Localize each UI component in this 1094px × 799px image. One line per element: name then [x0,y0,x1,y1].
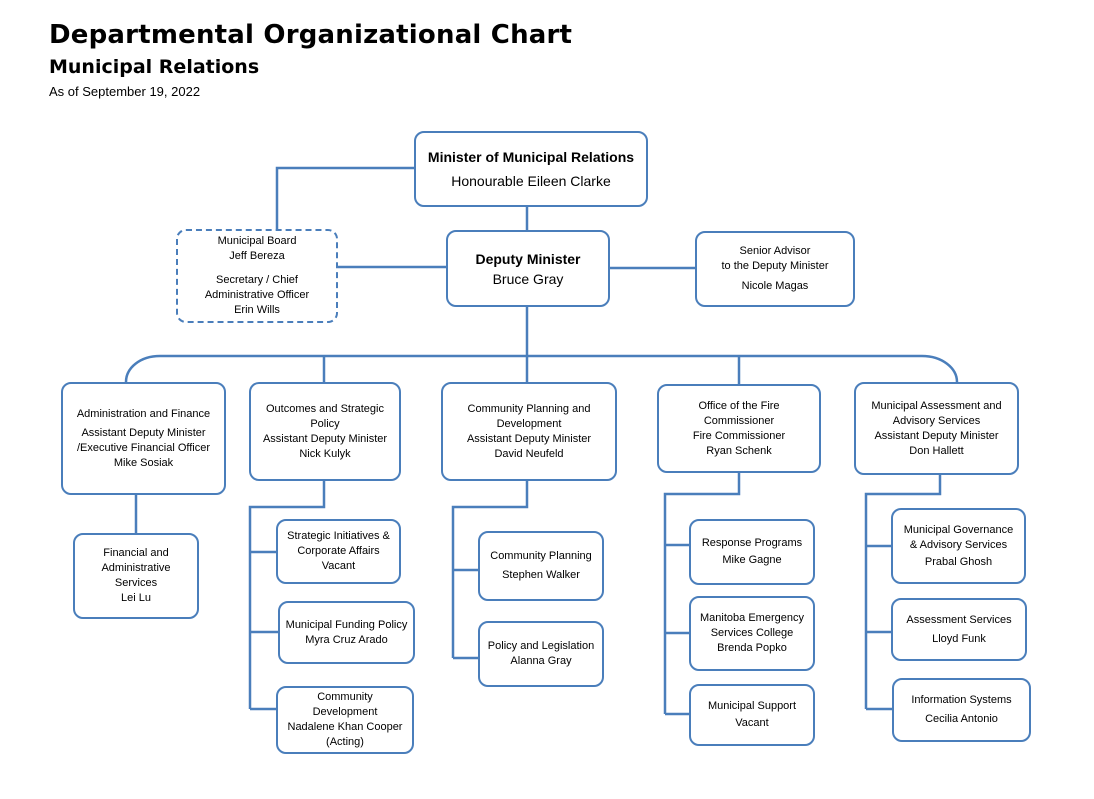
rp-line1: Response Programs [701,537,803,549]
strategic-initiatives-box: Strategic Initiatives & Corporate Affair… [276,519,401,584]
assessment-name: Don Hallett [909,444,964,457]
cd-name: Nadalene Khan Cooper [287,721,403,733]
fire-title2: Commissioner [703,414,775,427]
financial-admin-services-box: Financial and Administrative Services Le… [73,533,199,619]
community-planning-box: Community Planning Stephen Walker [478,531,604,601]
is-line1: Information Systems [911,694,1012,706]
connector-fire-branch [663,473,741,714]
fire-commissioner-box: Office of the Fire Commissioner Fire Com… [657,384,821,473]
response-programs-box: Response Programs Mike Gagne [689,519,815,585]
emergency-college-box: Manitoba Emergency Services College Bren… [689,596,815,671]
admin-finance-role: Assistant Deputy Minister [81,426,206,439]
assessment-title: Municipal Assessment and [871,399,1002,412]
municipal-board-box: Municipal Board Jeff Bereza Secretary / … [176,229,338,323]
community-planning-dev-box: Community Planning and Development Assis… [441,382,617,481]
fas-name: Lei Lu [121,592,151,604]
chart-title: Departmental Organizational Chart [49,20,573,50]
outcomes-role: Assistant Deputy Minister [262,432,388,445]
connector-minister-board [275,166,414,232]
ms-name: Vacant [735,717,769,729]
cpd-title: Community Planning and [467,402,591,415]
ms-line1: Municipal Support [707,700,797,712]
fire-title: Office of the Fire [698,399,780,412]
mg-line1: Municipal Governance [903,523,1014,536]
mec-name: Brenda Popko [717,642,787,654]
as-name: Lloyd Funk [932,632,986,645]
municipal-funding-policy-box: Municipal Funding Policy Myra Cruz Arado [278,601,415,664]
minister-name: Honourable Eileen Clarke [451,173,611,189]
as-line1: Assessment Services [906,613,1012,626]
pl-line1: Policy and Legislation [487,640,595,652]
deputy-name: Bruce Gray [492,270,564,287]
assessment-role: Assistant Deputy Minister [874,429,999,442]
admin-finance-title: Administration and Finance [76,407,211,420]
cd-line1: Community [317,691,373,703]
connector-bus [124,354,959,383]
board-name: Jeff Bereza [229,250,285,262]
minister-box: Minister of Municipal Relations Honourab… [414,131,648,207]
as-of-date: As of September 19, 2022 [49,84,201,99]
fire-role: Fire Commissioner [692,429,786,442]
mg-name: Prabal Ghosh [924,555,993,568]
fas-line2: Administrative [101,562,171,574]
fas-line3: Services [114,577,158,589]
board-cao-label: Administrative Officer [204,289,310,301]
cd-line2: Development [312,706,378,718]
minister-title: Minister of Municipal Relations [427,149,635,165]
si-name: Vacant [321,560,356,572]
advisor-name: Nicole Magas [741,280,809,292]
cpd-title2: Development [496,417,562,430]
board-label: Municipal Board [217,235,297,247]
information-systems-box: Information Systems Cecilia Antonio [892,678,1031,742]
governance-advisory-box: Municipal Governance & Advisory Services… [891,508,1026,584]
municipal-support-box: Municipal Support Vacant [689,684,815,746]
fire-name: Ryan Schenk [706,444,772,457]
outcomes-title: Outcomes and Strategic [265,402,384,415]
cpd-role: Assistant Deputy Minister [466,432,592,445]
mfp-line1: Municipal Funding Policy [285,618,408,631]
assessment-advisory-box: Municipal Assessment and Advisory Servic… [854,382,1019,475]
board-secretary-label: Secretary / Chief [216,274,298,286]
advisor-title: Senior Advisor [739,245,811,257]
admin-finance-box: Administration and Finance Assistant Dep… [61,382,226,495]
cpd-name: David Neufeld [494,447,564,460]
connector-planning-branch [451,481,529,658]
senior-advisor-box: Senior Advisor to the Deputy Minister Ni… [695,231,855,307]
cd-acting: (Acting) [326,736,364,748]
chart-subtitle: Municipal Relations [49,56,260,78]
community-development-box: Community Development Nadalene Khan Coop… [276,686,414,754]
admin-finance-name: Mike Sosiak [113,456,174,469]
cp-name: Stephen Walker [502,569,580,581]
deputy-title: Deputy Minister [475,250,581,267]
connector-assessment-branch [864,475,942,709]
admin-finance-role2: /Executive Financial Officer [76,441,211,454]
mg-line2: & Advisory Services [909,538,1008,551]
board-cao-name: Erin Wills [234,304,280,316]
assessment-title2: Advisory Services [892,414,981,427]
mfp-name: Myra Cruz Arado [305,633,388,646]
outcomes-box: Outcomes and Strategic Policy Assistant … [249,382,401,481]
si-line1: Strategic Initiatives & [287,530,390,542]
rp-name: Mike Gagne [722,554,782,566]
is-name: Cecilia Antonio [925,713,998,725]
pl-name: Alanna Gray [510,655,572,667]
outcomes-name: Nick Kulyk [299,447,351,460]
connector-outcomes-branch [248,481,326,709]
assessment-services-box: Assessment Services Lloyd Funk [891,598,1027,661]
deputy-minister-box: Deputy Minister Bruce Gray [446,230,610,307]
mec-line2: Services College [710,627,794,639]
mec-line1: Manitoba Emergency [700,612,804,624]
outcomes-title2: Policy [310,417,340,430]
si-line2: Corporate Affairs [297,545,380,557]
fas-line1: Financial and [103,547,169,559]
advisor-subtitle: to the Deputy Minister [721,260,829,272]
policy-legislation-box: Policy and Legislation Alanna Gray [478,621,604,687]
cp-line1: Community Planning [490,550,592,562]
